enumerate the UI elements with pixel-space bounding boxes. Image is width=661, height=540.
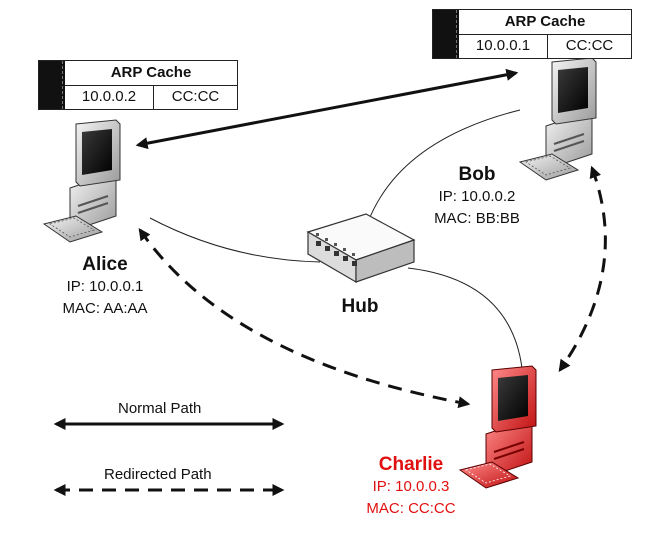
alice-name: Alice bbox=[82, 254, 128, 275]
normal-path-arrow bbox=[135, 68, 519, 150]
arp-cache-mac: CC:CC bbox=[565, 37, 614, 54]
alice-label: Alice IP: 10.0.0.1 MAC: AA:AA bbox=[30, 254, 180, 320]
arp-cache-title: ARP Cache bbox=[65, 61, 237, 86]
arp-cache-mac: CC:CC bbox=[171, 88, 220, 105]
arp-cache-bob: ARP Cache 10.0.0.1 CC:CC bbox=[432, 9, 632, 59]
legend-redirected-label: Redirected Path bbox=[104, 466, 212, 483]
charlie-mac: MAC: CC:CC bbox=[366, 500, 456, 517]
hub-label: Hub bbox=[341, 296, 379, 317]
arp-cache-alice: ARP Cache 10.0.0.2 CC:CC bbox=[38, 60, 238, 110]
charlie-ip: IP: 10.0.0.3 bbox=[372, 478, 450, 495]
alice-computer-icon bbox=[43, 119, 121, 243]
arp-cache-binding bbox=[433, 10, 459, 58]
alice-mac: MAC: AA:AA bbox=[62, 300, 148, 317]
arp-cache-title: ARP Cache bbox=[459, 10, 631, 35]
bob-ip: IP: 10.0.0.2 bbox=[438, 188, 516, 205]
cable-charlie-hub bbox=[407, 267, 523, 369]
bob-name: Bob bbox=[458, 164, 496, 185]
bob-mac: MAC: BB:BB bbox=[434, 210, 520, 227]
redirected-path-bob-charlie bbox=[558, 165, 607, 372]
charlie-label: Charlie IP: 10.0.0.3 MAC: CC:CC bbox=[346, 454, 476, 520]
alice-ip: IP: 10.0.0.1 bbox=[66, 278, 144, 295]
charlie-name: Charlie bbox=[378, 454, 444, 475]
arp-cache-ip: 10.0.0.2 bbox=[65, 85, 154, 109]
hub-icon bbox=[306, 213, 416, 284]
bob-label: Bob IP: 10.0.0.2 MAC: BB:BB bbox=[412, 164, 542, 230]
redirected-path-alice-charlie bbox=[138, 228, 471, 409]
legend-normal-label: Normal Path bbox=[118, 400, 202, 417]
arp-cache-ip: 10.0.0.1 bbox=[459, 34, 548, 58]
arp-cache-binding bbox=[39, 61, 65, 109]
bob-computer-icon bbox=[519, 57, 597, 181]
